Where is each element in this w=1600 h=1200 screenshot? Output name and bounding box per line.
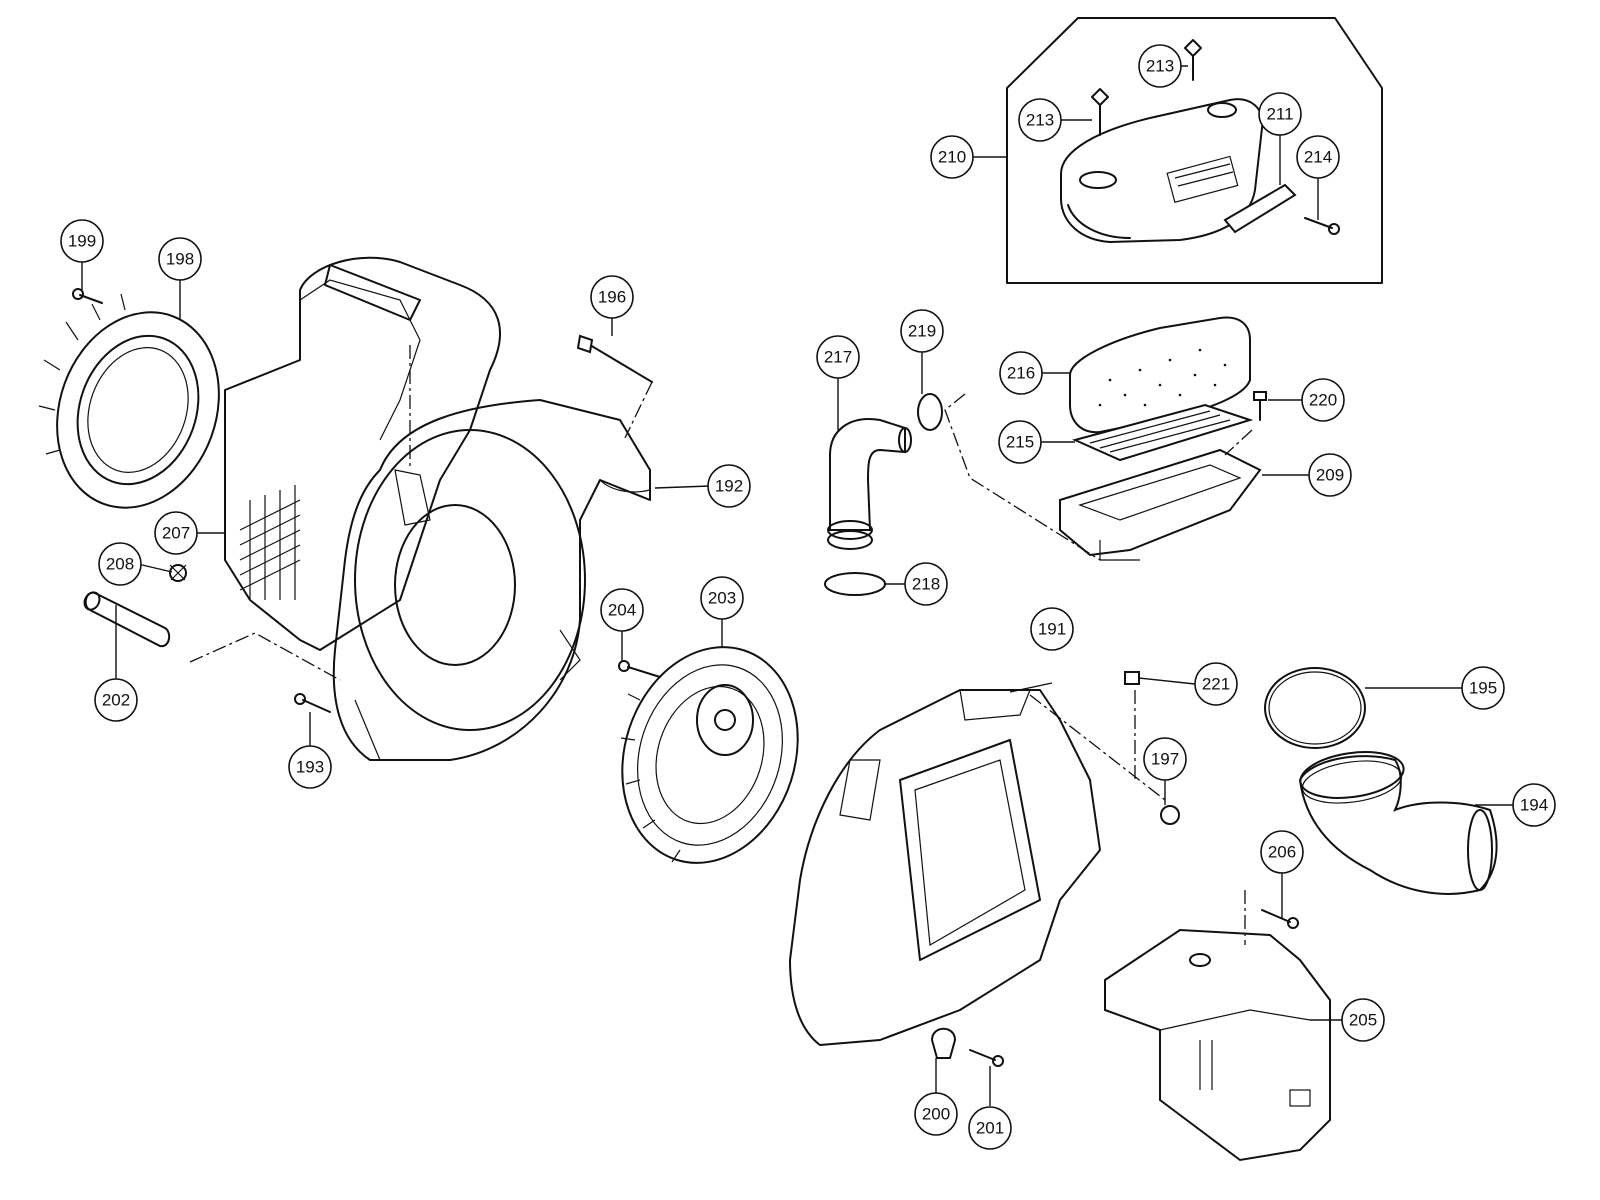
fan-cover-198 <box>38 288 220 509</box>
filter-foam-216 <box>1069 316 1251 434</box>
svg-text:217: 217 <box>824 348 852 367</box>
svg-text:196: 196 <box>598 288 626 307</box>
callout-202: 202 <box>94 678 138 722</box>
callout-214: 214 <box>1296 135 1340 179</box>
callout-216: 216 <box>999 351 1043 395</box>
callout-213b: 213 <box>1018 98 1062 142</box>
callout-193: 193 <box>288 745 332 789</box>
svg-text:193: 193 <box>296 758 324 777</box>
callout-217: 217 <box>816 335 860 379</box>
callout-192: 192 <box>707 464 751 508</box>
callout-199: 199 <box>60 219 104 263</box>
cylinder-cover-205 <box>1104 928 1331 1162</box>
callout-221: 221 <box>1194 662 1238 706</box>
assembly-lines <box>189 345 1253 945</box>
callout-206: 206 <box>1260 830 1304 874</box>
svg-text:211: 211 <box>1266 105 1293 124</box>
svg-text:213: 213 <box>1026 111 1054 130</box>
clamp-218 <box>824 572 886 596</box>
callout-203: 203 <box>700 576 744 620</box>
nut-221 <box>1124 671 1140 685</box>
callout-197: 197 <box>1143 737 1187 781</box>
nut-197 <box>1160 805 1180 825</box>
svg-text:200: 200 <box>922 1105 950 1124</box>
clamp-219 <box>917 393 943 431</box>
svg-text:203: 203 <box>708 589 736 608</box>
callout-198: 198 <box>158 237 202 281</box>
svg-text:219: 219 <box>908 322 936 341</box>
elbow-194 <box>1298 751 1498 895</box>
svg-text:207: 207 <box>162 524 190 543</box>
air-filter-cover-inset <box>1006 17 1383 284</box>
callout-205: 205 <box>1341 998 1385 1042</box>
svg-text:209: 209 <box>1316 466 1344 485</box>
filter-case-209 <box>1059 448 1262 561</box>
svg-text:197: 197 <box>1151 750 1179 769</box>
elbow-217 <box>827 418 912 550</box>
screw-193 <box>294 693 331 713</box>
svg-text:205: 205 <box>1349 1011 1377 1030</box>
rear-housing-191 <box>789 689 1101 1046</box>
bolt-196 <box>576 334 653 383</box>
svg-text:213: 213 <box>1146 57 1174 76</box>
svg-text:195: 195 <box>1469 679 1497 698</box>
svg-text:192: 192 <box>715 477 743 496</box>
svg-text:221: 221 <box>1202 675 1230 694</box>
svg-text:201: 201 <box>976 1119 1004 1138</box>
svg-text:210: 210 <box>938 148 966 167</box>
callout-209: 209 <box>1308 453 1352 497</box>
scroll-housing-192 <box>332 399 651 761</box>
svg-text:191: 191 <box>1038 620 1066 639</box>
svg-text:216: 216 <box>1007 364 1035 383</box>
callout-204: 204 <box>600 588 644 632</box>
svg-text:202: 202 <box>102 691 130 710</box>
svg-text:214: 214 <box>1304 148 1332 167</box>
svg-text:220: 220 <box>1309 391 1337 410</box>
callout-210: 210 <box>930 135 974 179</box>
callout-191: 191 <box>1030 607 1074 651</box>
callout-213a: 213 <box>1138 44 1182 88</box>
callout-211: 211 <box>1258 92 1302 136</box>
screw-201 <box>969 1049 1004 1067</box>
callout-219: 219 <box>900 309 944 353</box>
leader-lines <box>81 65 1513 1106</box>
screw-220 <box>1253 391 1267 421</box>
svg-text:208: 208 <box>106 555 134 574</box>
callout-207: 207 <box>154 511 198 555</box>
svg-text:215: 215 <box>1006 433 1034 452</box>
callout-196: 196 <box>590 275 634 319</box>
ring-195 <box>1264 667 1366 749</box>
fan-203 <box>618 646 799 864</box>
svg-text:204: 204 <box>608 601 636 620</box>
svg-text:194: 194 <box>1520 796 1548 815</box>
clip-208 <box>169 564 187 582</box>
callout-194: 194 <box>1512 783 1556 827</box>
callout-200: 200 <box>914 1092 958 1136</box>
clamp-200 <box>931 1027 956 1059</box>
sleeve-202 <box>83 591 171 648</box>
svg-text:206: 206 <box>1268 843 1296 862</box>
callouts: 191 192 193 194 195 196 197 198 199 200 … <box>60 44 1556 1150</box>
callout-195: 195 <box>1461 666 1505 710</box>
callout-220: 220 <box>1301 378 1345 422</box>
callout-215: 215 <box>998 420 1042 464</box>
filter-element-215 <box>1072 403 1254 462</box>
callout-201: 201 <box>968 1106 1012 1150</box>
housing-panel-207 <box>224 256 501 651</box>
svg-text:218: 218 <box>912 575 940 594</box>
svg-text:198: 198 <box>166 250 194 269</box>
svg-text:199: 199 <box>68 232 96 251</box>
callout-218: 218 <box>904 562 948 606</box>
callout-208: 208 <box>98 542 142 586</box>
screw-206 <box>1261 909 1299 929</box>
